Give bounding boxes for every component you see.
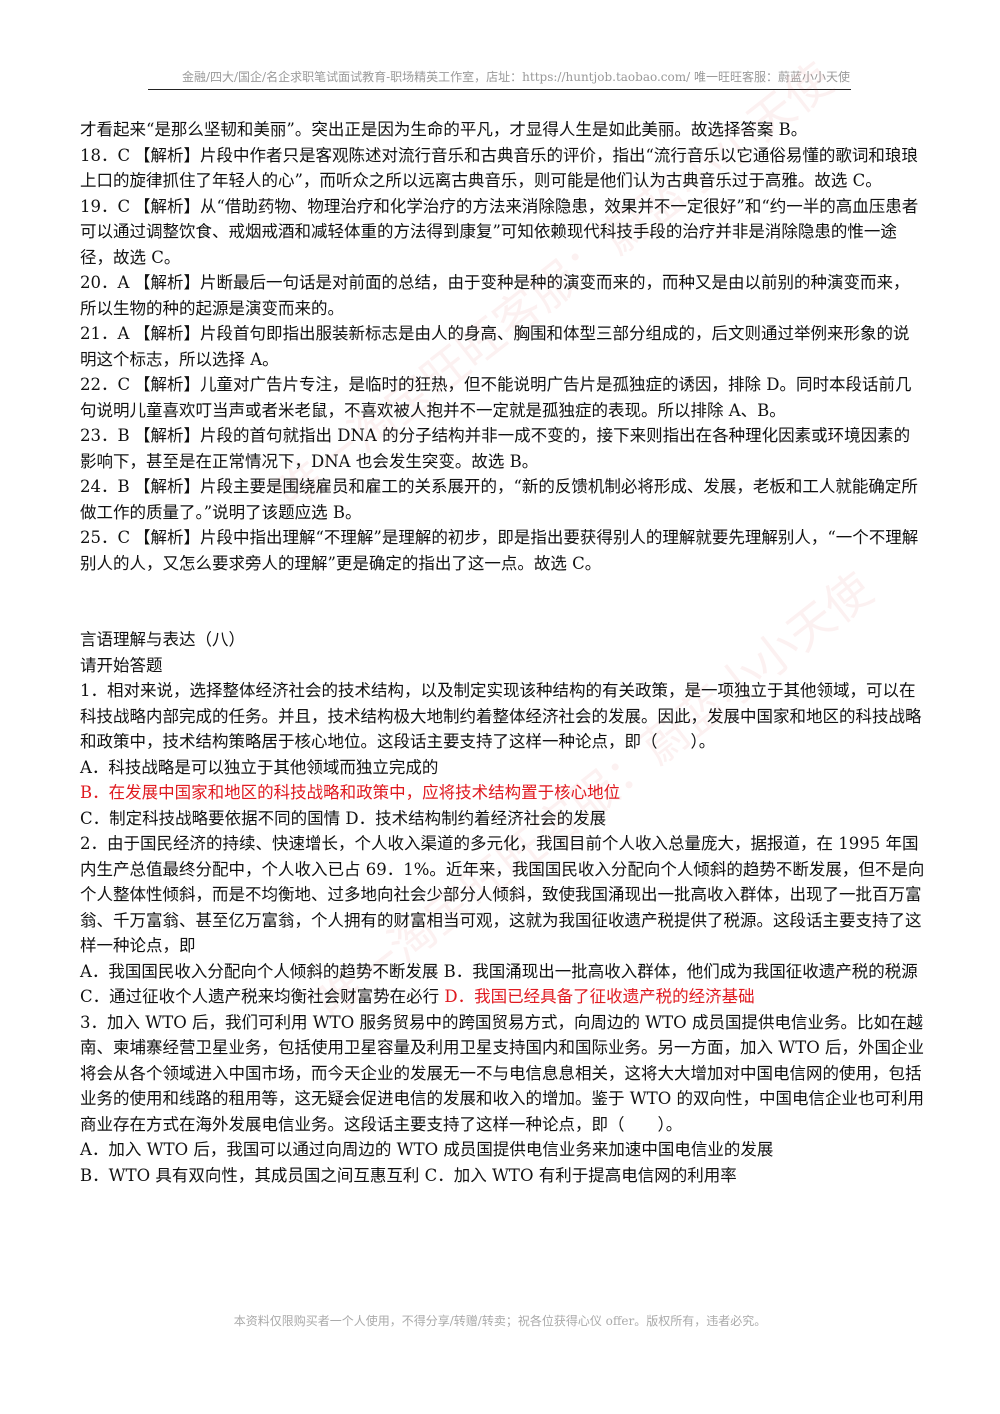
answer-number: 24．B [80,477,130,496]
intro-paragraph: 才看起来“是那么坚韧和美丽”。突出正是因为生命的平凡，才显得人生是如此美丽。故选… [80,120,808,139]
question-2-option-d-correct: D．我国已经具备了征收遗产税的经济基础 [444,987,755,1006]
question-1-option-b-correct: B．在发展中国家和地区的科技战略和政策中，应将技术结构置于核心地位 [80,783,621,802]
answer-explanation: 【解析】片段主要是围绕雇员和雇工的关系展开的，“新的反馈机制必将形成、发展，老板… [80,477,918,522]
answer-25: 25．C【解析】片段中指出理解“不理解”是理解的初步，即是指出要获得别人的理解就… [80,525,925,576]
question-1-option-a: A．科技战略是可以独立于其他领域而独立完成的 [80,757,439,777]
answer-number: 23．B [80,426,130,445]
answer-number: 21．A [80,324,130,343]
answer-23: 23．B【解析】片段的首句就指出 DNA 的分子结构并非一成不变的，接下来则指出… [80,423,925,474]
answer-explanation: 【解析】从“借助药物、物理治疗和化学治疗的方法来消除隐患，效果并不一定很好”和“… [80,196,919,267]
section-title: 言语理解与表达（八） [80,630,245,649]
answer-20: 20．A【解析】片断最后一句话是对前面的总结，由于变种是种的演变而来的，而种又是… [80,270,925,321]
answer-number: 20．A [80,273,130,292]
answer-22: 22．C【解析】儿童对广告片专注，是临时的狂热，但不能说明广告片是孤独症的诱因，… [80,372,925,423]
question-2-option-c: C．通过征收个人遗产税来均衡社会财富势在必行 [80,987,445,1006]
answer-19: 19．C【解析】从“借助药物、物理治疗和化学治疗的方法来消除隐患，效果并不一定很… [80,194,925,271]
question-2-options-c-d: C．通过征收个人遗产税来均衡社会财富势在必行 D．我国已经具备了征收遗产税的经济… [80,984,925,1010]
answer-18: 18．C【解析】片段中作者只是客观陈述对流行音乐和古典音乐的评价，指出“流行音乐… [80,143,925,194]
page-header: 金融/四大/国企/名企求职笔试面试教育-职场精英工作室，店址：https://h… [181,70,850,84]
question-3-options-b-c: B．WTO 具有双向性，其成员国之间互惠互利 C．加入 WTO 有利于提高电信网… [80,1165,737,1185]
answer-explanation: 【解析】片段中作者只是客观陈述对流行音乐和古典音乐的评价，指出“流行音乐以它通俗… [80,145,918,191]
answer-explanation: 【解析】儿童对广告片专注，是临时的狂热，但不能说明广告片是孤独症的诱因，排除 D… [80,375,912,420]
section-prompt: 请开始答题 [80,655,163,675]
answer-number: 18．C [80,145,131,165]
answer-explanation: 【解析】片断最后一句话是对前面的总结，由于变种是种的演变而来的，而种又是由以前别… [80,273,910,318]
answer-explanation: 【解析】片段的首句就指出 DNA 的分子结构并非一成不变的，接下来则指出在各种理… [80,426,911,471]
question-1-options-c-d: C．制定科技战略要依据不同的国情 D．技术结构制约着经济社会的发展 [80,808,607,828]
answer-number: 19．C [80,196,131,216]
answer-explanation: 【解析】片段首句即指出服装新标志是由人的身高、胸围和体型三部分组成的，后文则通过… [80,324,910,369]
header-rule [148,89,851,90]
document-body: 才看起来“是那么坚韧和美丽”。突出正是因为生命的平凡，才显得人生是如此美丽。故选… [80,117,925,1188]
answer-number: 22．C [80,375,131,394]
question-1-stem: 1．相对来说，选择整体经济社会的技术结构，以及制定实现该种结构的有关政策，是一项… [80,681,922,751]
question-3-option-a: A．加入 WTO 后，我国可以通过向周边的 WTO 成员国提供电信业务来加速中国… [80,1140,774,1159]
answer-21: 21．A【解析】片段首句即指出服装新标志是由人的身高、胸围和体型三部分组成的，后… [80,321,925,372]
question-2-stem: 2．由于国民经济的持续、快速增长，个人收入渠道的多元化，我国目前个人收入总量庞大… [80,834,925,955]
section-gap [80,576,925,627]
answer-24: 24．B【解析】片段主要是围绕雇员和雇工的关系展开的，“新的反馈机制必将形成、发… [80,474,925,525]
question-3-stem: 3．加入 WTO 后，我们可利用 WTO 服务贸易中的跨国贸易方式，向周边的 W… [80,1012,924,1134]
page-footer: 本资料仅限购买者一个人使用，不得分享/转赠/转卖；祝各位获得心仪 offer。版… [233,1314,767,1328]
question-2-options-a-b: A．我国国民收入分配向个人倾斜的趋势不断发展 B．我国涌现出一批高收入群体，他们… [80,961,918,981]
answer-explanation: 【解析】片段中指出理解“不理解”是理解的初步，即是指出要获得别人的理解就要先理解… [80,528,919,573]
answer-number: 25．C [80,528,131,547]
